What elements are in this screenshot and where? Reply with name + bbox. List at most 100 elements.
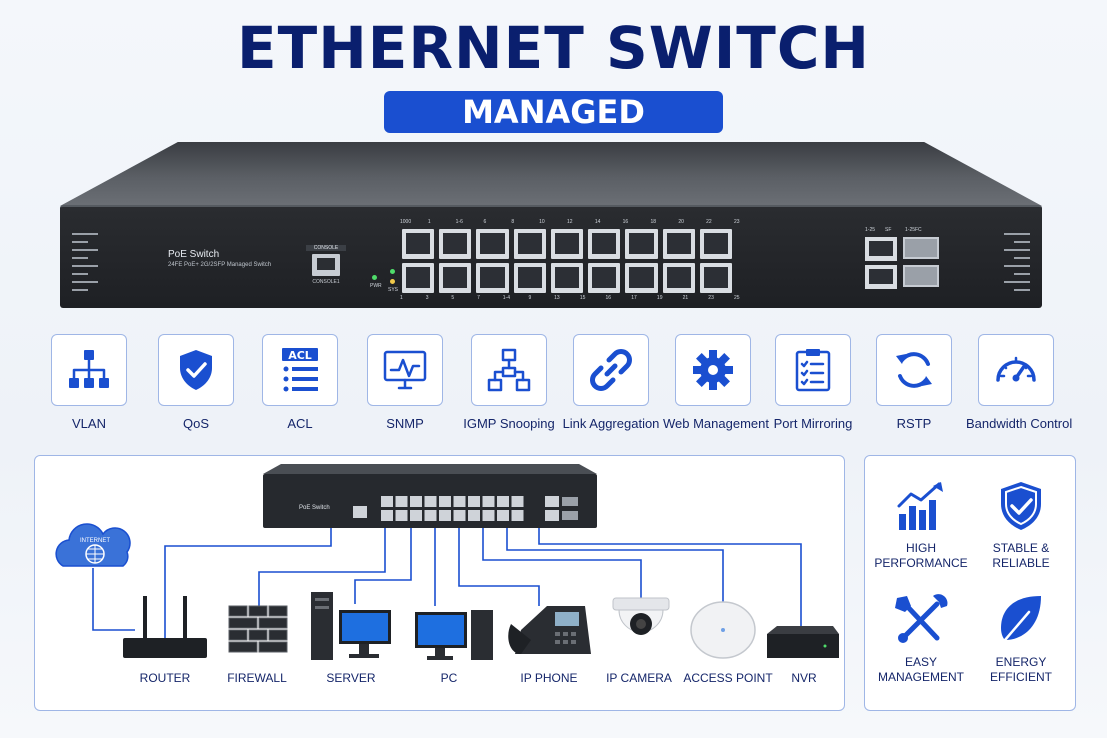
benefit-line2: PERFORMANCE bbox=[874, 556, 968, 570]
gear-icon bbox=[693, 350, 733, 390]
cloud-label: INTERNET bbox=[80, 538, 110, 544]
port-number-label: 16 bbox=[622, 219, 629, 225]
rj45-port[interactable] bbox=[476, 229, 509, 259]
mini-switch-port bbox=[424, 510, 437, 521]
rj45-port[interactable] bbox=[402, 263, 435, 293]
nvr-icon bbox=[767, 626, 839, 658]
mini-switch-port bbox=[482, 510, 495, 521]
refresh-cycle-icon bbox=[896, 352, 932, 388]
ip-phone-icon bbox=[508, 606, 591, 654]
mini-switch-port bbox=[453, 510, 466, 521]
console-label-bottom: CONSOLE1 bbox=[312, 279, 340, 285]
port-number-label: 18 bbox=[650, 219, 657, 225]
benefit-line1: STABLE & bbox=[992, 541, 1050, 555]
vent-left bbox=[72, 227, 106, 297]
mini-switch-port bbox=[381, 510, 393, 521]
switch-front-panel: PoE Switch 24FE PoE+ 2G/2SFP Managed Swi… bbox=[60, 205, 1042, 308]
mini-switch-port bbox=[497, 510, 509, 521]
clipboard-list-icon bbox=[795, 349, 831, 392]
uplink-rj45-2[interactable] bbox=[865, 265, 897, 289]
benefit-line1: EASY bbox=[904, 655, 937, 669]
mini-switch-label: PoE Switch bbox=[299, 505, 330, 511]
router-icon bbox=[123, 596, 207, 658]
port-number-label: 9 bbox=[528, 295, 532, 301]
shield-check-icon bbox=[1001, 482, 1041, 530]
rj45-port[interactable] bbox=[402, 229, 435, 259]
speedometer-icon bbox=[996, 356, 1036, 382]
feature-label: Web Management bbox=[663, 416, 769, 431]
mini-switch-port bbox=[497, 496, 509, 507]
pwr-led-label: PWR bbox=[370, 283, 382, 289]
sys-led bbox=[390, 269, 395, 274]
rj45-port[interactable] bbox=[439, 229, 472, 259]
port-number-label: 3 bbox=[425, 295, 429, 301]
rj45-port[interactable] bbox=[588, 263, 621, 293]
port-number-label: 5 bbox=[451, 295, 455, 301]
rj45-port[interactable] bbox=[662, 229, 695, 259]
port-number-label: 14 bbox=[594, 219, 601, 225]
rj45-port[interactable] bbox=[513, 229, 546, 259]
console-port[interactable]: CONSOLE CONSOLE1 bbox=[306, 245, 346, 285]
page-title: ETHERNET SWITCH bbox=[237, 14, 870, 82]
leaf-icon bbox=[1001, 596, 1041, 642]
topology-lines: PoE Switch INTERNET bbox=[55, 464, 839, 660]
port-number-label: 21 bbox=[682, 295, 689, 301]
rj45-port[interactable] bbox=[550, 229, 584, 259]
mini-switch-port bbox=[395, 510, 408, 521]
benefit-line1: ENERGY bbox=[995, 655, 1047, 669]
mini-switch-port bbox=[468, 510, 480, 521]
sfp-label-1: 1-25 bbox=[865, 227, 876, 233]
vent-right bbox=[996, 227, 1030, 297]
internet-cloud-icon: INTERNET bbox=[55, 523, 131, 567]
benefit-line2: MANAGEMENT bbox=[877, 670, 964, 684]
rj45-port[interactable] bbox=[588, 229, 621, 259]
port-number-label: 1-4 bbox=[502, 295, 510, 301]
sfp-slot-2[interactable] bbox=[903, 265, 939, 287]
feature-label: Link Aggregation bbox=[562, 416, 660, 431]
uplink-ports: 1-25 SF 1-25FC bbox=[865, 227, 943, 297]
monitor-graph-icon bbox=[383, 350, 427, 390]
feature-acl: ACL ACL bbox=[250, 334, 350, 431]
feature-web-management: Web Management bbox=[663, 334, 769, 431]
feature-label: SNMP bbox=[386, 416, 424, 431]
port-number-label: 16 bbox=[605, 295, 612, 301]
firewall-icon bbox=[228, 605, 288, 653]
acl-list-icon: ACL bbox=[282, 348, 318, 392]
switch-model-label: PoE Switch bbox=[168, 249, 220, 260]
port-number-label: 1 bbox=[427, 219, 431, 225]
device-label-server: SERVER bbox=[326, 671, 376, 685]
rj45-port[interactable] bbox=[699, 263, 732, 293]
port-number-label: 17 bbox=[631, 295, 637, 301]
console-jack bbox=[312, 254, 340, 276]
uplink-rj45-1[interactable] bbox=[865, 237, 897, 261]
feature-bandwidth-control: Bandwidth Control bbox=[966, 334, 1072, 431]
rj45-port[interactable] bbox=[699, 229, 732, 259]
mini-switch-port bbox=[468, 496, 480, 507]
port-number-label: 8 bbox=[511, 219, 515, 225]
device-label-nvr: NVR bbox=[791, 671, 817, 685]
mini-switch-port bbox=[424, 496, 437, 507]
svg-text:ACL: ACL bbox=[288, 349, 312, 362]
benefit-line2: EFFICIENT bbox=[990, 670, 1052, 684]
port-number-label: 1 bbox=[400, 295, 403, 301]
feature-label: IGMP Snooping bbox=[463, 416, 555, 431]
feature-link-aggregation: Link Aggregation bbox=[561, 334, 661, 431]
mini-switch-port bbox=[511, 496, 524, 507]
rj45-port[interactable] bbox=[662, 263, 695, 293]
chain-link-icon bbox=[590, 349, 632, 391]
port-number-label: 12 bbox=[567, 219, 573, 225]
feature-vlan: VLAN bbox=[39, 334, 139, 431]
rj45-port[interactable] bbox=[625, 263, 658, 293]
rj45-port[interactable] bbox=[476, 263, 509, 293]
rj45-port[interactable] bbox=[439, 263, 472, 293]
benefit-line1: HIGH bbox=[906, 541, 936, 555]
rj45-port[interactable] bbox=[513, 263, 546, 293]
feature-port-mirroring: Port Mirroring bbox=[763, 334, 863, 431]
switch-chassis-top bbox=[60, 142, 1042, 206]
sfp-slot-1[interactable] bbox=[903, 237, 939, 259]
rj45-port[interactable] bbox=[550, 263, 584, 293]
feature-qos: QoS bbox=[146, 334, 246, 431]
feature-snmp: SNMP bbox=[355, 334, 455, 431]
rj45-port[interactable] bbox=[625, 229, 658, 259]
